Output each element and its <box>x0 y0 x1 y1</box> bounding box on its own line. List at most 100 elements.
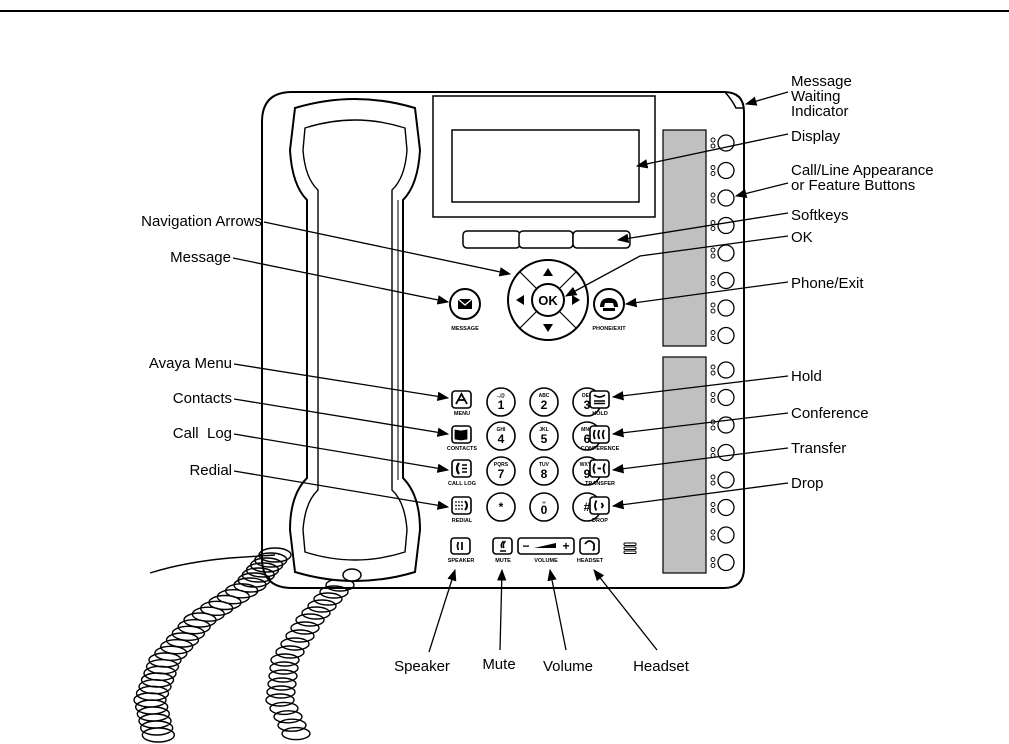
nav-left-arrow-icon[interactable] <box>516 295 524 305</box>
keypad-key-digit: 3 <box>584 398 591 412</box>
keypad-key-digit: 6 <box>584 432 591 446</box>
line-button-circle <box>717 161 735 180</box>
nav-up-arrow-icon[interactable] <box>543 268 553 276</box>
softkey-1[interactable] <box>462 230 521 249</box>
envelope-icon <box>458 299 472 309</box>
display-label: Display <box>791 128 841 145</box>
keypad-key-outline <box>529 492 559 522</box>
softkey-2[interactable] <box>518 230 574 249</box>
message-waiting-indicator <box>724 91 744 109</box>
message-button[interactable] <box>449 288 481 320</box>
speaker-key-label: SPEAKER <box>448 558 475 564</box>
line-appearance-button[interactable] <box>710 526 735 544</box>
line-appearance-button[interactable] <box>710 326 735 345</box>
volume-up-button[interactable]: + <box>562 539 569 553</box>
keypad-key-letters: PQRS <box>494 462 509 468</box>
drop-key-label: DROP <box>592 518 608 524</box>
keypad-key-digit: 4 <box>498 432 505 446</box>
keypad-key-outline <box>529 456 559 486</box>
nav-right-arrow-icon[interactable] <box>572 295 580 305</box>
line-led-top <box>710 529 716 535</box>
phone-exit-button[interactable] <box>593 288 625 320</box>
line-led-bottom <box>710 226 716 231</box>
line-panel-lower <box>662 356 707 574</box>
redial-icon <box>455 500 468 511</box>
line-led-top <box>710 392 716 397</box>
drop-button[interactable] <box>589 496 610 515</box>
keypad-key-digit: 7 <box>498 467 505 481</box>
call-log-key-label: CALL LOG <box>448 481 476 487</box>
cord-plug <box>342 568 362 582</box>
call-log-label: Call Log <box>173 425 232 442</box>
line-button-circle <box>717 244 735 262</box>
line-appearance-button[interactable] <box>710 361 735 379</box>
speaker-button[interactable] <box>450 537 471 555</box>
keypad-key-digit: 0 <box>541 503 548 517</box>
keypad-key-outline <box>486 421 516 451</box>
line-appearance-button[interactable] <box>710 299 735 317</box>
line-led-bottom <box>710 198 716 204</box>
keypad-key-letters: ABC <box>539 393 550 399</box>
keypad-key-outline <box>486 456 516 486</box>
line-appearance-button[interactable] <box>710 498 735 517</box>
line-appearance-button[interactable] <box>710 134 735 152</box>
line-appearance-button[interactable] <box>710 271 735 290</box>
hold-key-label: HOLD <box>592 411 608 417</box>
speaker-grille-icon <box>623 542 637 554</box>
call-line-label: Call/Line Appearance or Feature Buttons <box>791 162 938 194</box>
keypad-key[interactable]: * <box>486 492 516 522</box>
line-button-circle <box>717 134 735 152</box>
line-led-top <box>710 447 716 452</box>
phone-icon <box>600 298 618 311</box>
line-appearance-button[interactable] <box>710 216 735 235</box>
line-led-bottom <box>710 281 716 286</box>
keypad-key-digit: * <box>499 500 504 514</box>
line-led-bottom <box>710 336 716 341</box>
softkey-3[interactable] <box>572 230 631 249</box>
line-button-circle <box>717 388 735 407</box>
line-button-circle <box>717 271 735 290</box>
line-led-bottom <box>710 563 716 568</box>
line-appearance-button[interactable] <box>710 189 735 207</box>
hold-icon <box>593 394 606 405</box>
line-button-circle <box>717 189 735 207</box>
keypad-key-letters: GHI <box>497 427 507 433</box>
keypad-key-digit: 8 <box>541 467 548 481</box>
hold-button[interactable] <box>589 390 610 409</box>
transfer-label: Transfer <box>791 440 846 457</box>
avaya-menu-label: Avaya Menu <box>149 355 232 372</box>
keypad-key-outline <box>529 421 559 451</box>
keypad-key-outline <box>486 492 516 522</box>
volume-down-button[interactable]: − <box>522 539 529 553</box>
line-led-top <box>710 302 716 308</box>
line-appearance-button[interactable] <box>710 161 735 180</box>
keypad-key[interactable]: ␣0 <box>529 492 559 522</box>
line-appearance-button[interactable] <box>710 471 735 489</box>
line-led-bottom <box>710 425 716 431</box>
line-led-bottom <box>710 480 716 486</box>
line-led-bottom <box>710 143 716 149</box>
line-led-bottom <box>710 253 716 259</box>
message-waiting-indicator-label: Message Waiting Indicator <box>791 73 856 120</box>
keypad-key[interactable]: .,@1 <box>486 387 516 417</box>
keypad-key-digit: 5 <box>541 432 548 446</box>
mute-button[interactable] <box>492 537 513 555</box>
line-led-bottom <box>710 508 716 513</box>
drop-label: Drop <box>791 475 824 492</box>
line-appearance-button[interactable] <box>710 388 735 407</box>
line-appearance-button[interactable] <box>710 244 735 262</box>
line-button-circle <box>717 326 735 345</box>
call-log-button[interactable] <box>451 459 472 478</box>
ok-button[interactable]: OK <box>538 293 558 308</box>
keypad-key-digit: 2 <box>541 398 548 412</box>
keypad-key-letters: WXYZ <box>580 462 594 468</box>
line-appearance-button[interactable] <box>710 553 735 572</box>
nav-down-arrow-icon[interactable] <box>543 324 553 332</box>
speaker-icon <box>456 541 463 551</box>
